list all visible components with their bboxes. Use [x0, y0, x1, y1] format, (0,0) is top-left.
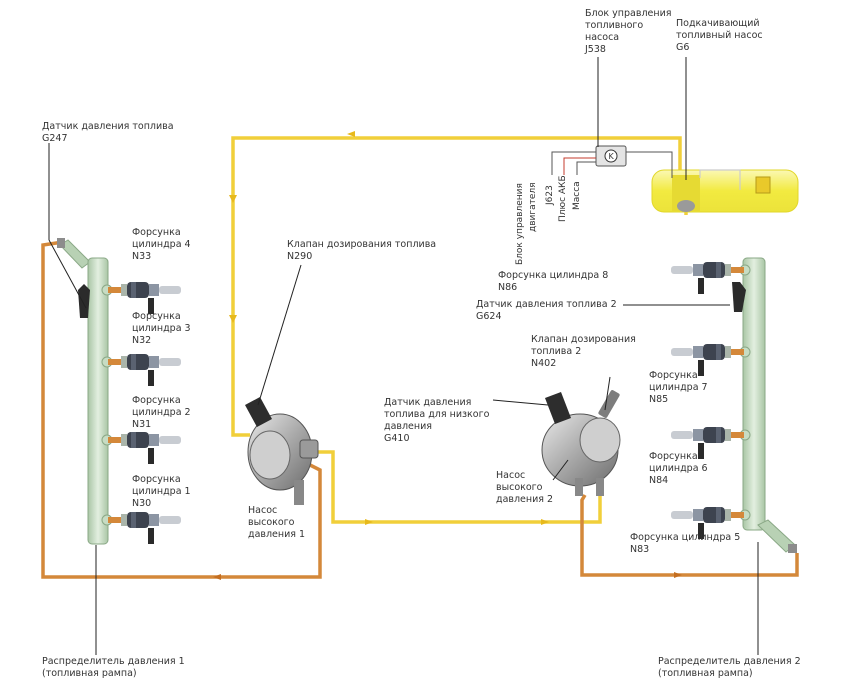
label-high-pressure-pump-2: Насос высокого давления 2: [496, 470, 554, 505]
label-fuel-rail-1: Распределитель давления 1 (топливная рам…: [42, 656, 185, 679]
label-j623: J623: [545, 185, 555, 205]
high-pressure-pump-1: [245, 397, 319, 505]
label-injector-cylinder-3: Форсунка цилиндра 3 N32: [132, 311, 191, 346]
label-metering-valve-n402: Клапан дозирования топлива 2 N402: [531, 334, 636, 369]
label-fuel-pump-control-unit: Блок управления топливного насоса J538: [585, 8, 672, 55]
label-injector-cylinder-7: Форсунка цилиндра 7 N85: [649, 370, 708, 405]
label-battery-plus: Плюс АКБ: [558, 175, 568, 222]
label-engine-control-unit-2: двигателя: [528, 182, 538, 232]
label-transfer-fuel-pump: Подкачивающий топливный насос G6: [676, 18, 763, 53]
fuel-pump-control-unit-box: K: [551, 145, 673, 178]
label-pressure-sensor-g624: Датчик давления топлива 2 G624: [476, 299, 617, 322]
label-metering-valve-n290: Клапан дозирования топлива N290: [287, 239, 437, 262]
label-high-pressure-pump-1: Насос высокого давления 1: [248, 505, 306, 540]
label-injector-cylinder-2: Форсунка цилиндра 2 N31: [132, 395, 191, 430]
label-engine-control-unit: Блок управления: [515, 183, 525, 265]
label-injector-cylinder-4: Форсунка цилиндра 4 N33: [132, 227, 191, 262]
label-pressure-sensor-g247: Датчик давления топлива G247: [42, 121, 174, 144]
fuel-tank: [651, 169, 799, 213]
svg-text:K: K: [609, 152, 615, 161]
flow-arrows: [229, 131, 549, 525]
label-injector-cylinder-8: Форсунка цилиндра 8 N86: [498, 270, 609, 293]
label-ground: Масса: [572, 181, 582, 210]
label-injector-cylinder-5: Форсунка цилиндра 5 N83: [630, 532, 741, 555]
label-injector-cylinder-1: Форсунка цилиндра 1 N30: [132, 474, 191, 509]
leader-lines: [48, 57, 759, 655]
label-injector-cylinder-6: Форсунка цилиндра 6 N84: [649, 451, 708, 486]
high-pressure-lines: [41, 240, 799, 579]
high-pressure-pump-2: [541, 390, 621, 496]
fuel-rail-1: [57, 238, 113, 545]
label-fuel-rail-2: Распределитель давления 2 (топливная рам…: [658, 656, 801, 679]
label-low-pressure-sensor-g410: Датчик давления топлива для низкого давл…: [384, 397, 490, 444]
fuel-rail-2: [732, 257, 797, 553]
